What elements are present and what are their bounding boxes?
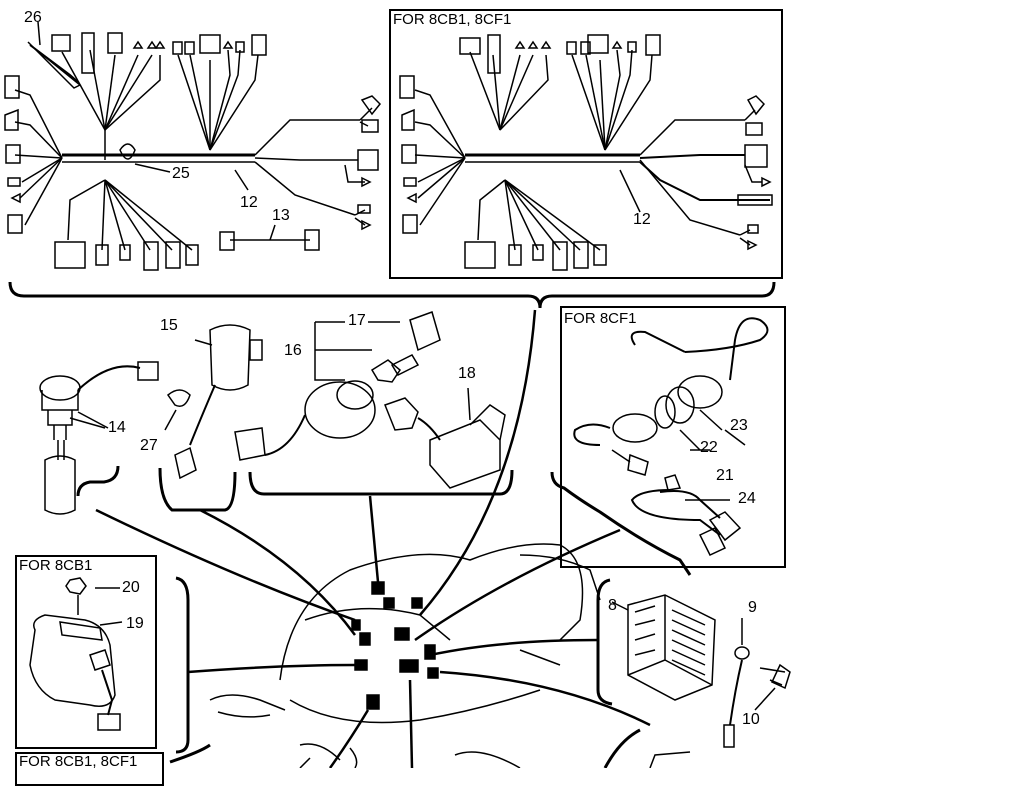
callout-14: 14 (108, 419, 126, 436)
callout-9: 9 (748, 599, 757, 616)
callout-10: 10 (742, 711, 760, 728)
callout-8: 8 (608, 597, 617, 614)
wiring-harness-diagram: FOR 8CB1, 8CF1 FOR 8CF1 FOR 8CB1 FOR 8CB… (4, 9, 791, 786)
callout-16: 16 (284, 342, 302, 359)
callout-18: 18 (458, 365, 476, 382)
diagram-drawing (4, 21, 791, 768)
panel-bottom-left-label: FOR 8CB1, 8CF1 (19, 753, 138, 770)
callout-22: 22 (700, 439, 718, 456)
panel-left-mid (15, 555, 157, 749)
callout-17: 17 (348, 312, 366, 329)
panel-top-right (389, 9, 783, 279)
main-switch-8cf1 (573, 317, 769, 556)
callout-23: 23 (730, 417, 748, 434)
callout-26: 26 (24, 9, 42, 26)
callout-20: 20 (122, 579, 140, 596)
top-brace (8, 281, 776, 309)
panel-mid-right (560, 306, 786, 568)
panel-top-right-label: FOR 8CB1, 8CF1 (393, 11, 512, 28)
callout-27: 27 (140, 437, 158, 454)
callout-25: 25 (172, 165, 190, 182)
callout-15: 15 (160, 317, 178, 334)
callout-13: 13 (272, 207, 290, 224)
callout-19: 19 (126, 615, 144, 632)
panel-left-mid-label: FOR 8CB1 (19, 557, 93, 574)
callout-12-left: 12 (240, 194, 258, 211)
starter-relay-8cb1 (29, 577, 123, 731)
callout-24: 24 (738, 490, 756, 507)
middle-parts (39, 311, 506, 515)
watercraft-body (209, 543, 601, 768)
rectifier-regulator (611, 594, 791, 748)
callout-12-right: 12 (633, 211, 651, 228)
main-harness-right (399, 34, 773, 271)
callout-21: 21 (716, 467, 734, 484)
main-harness-left (4, 21, 382, 271)
leader-lines (95, 309, 651, 768)
panel-mid-right-label: FOR 8CF1 (564, 310, 637, 327)
